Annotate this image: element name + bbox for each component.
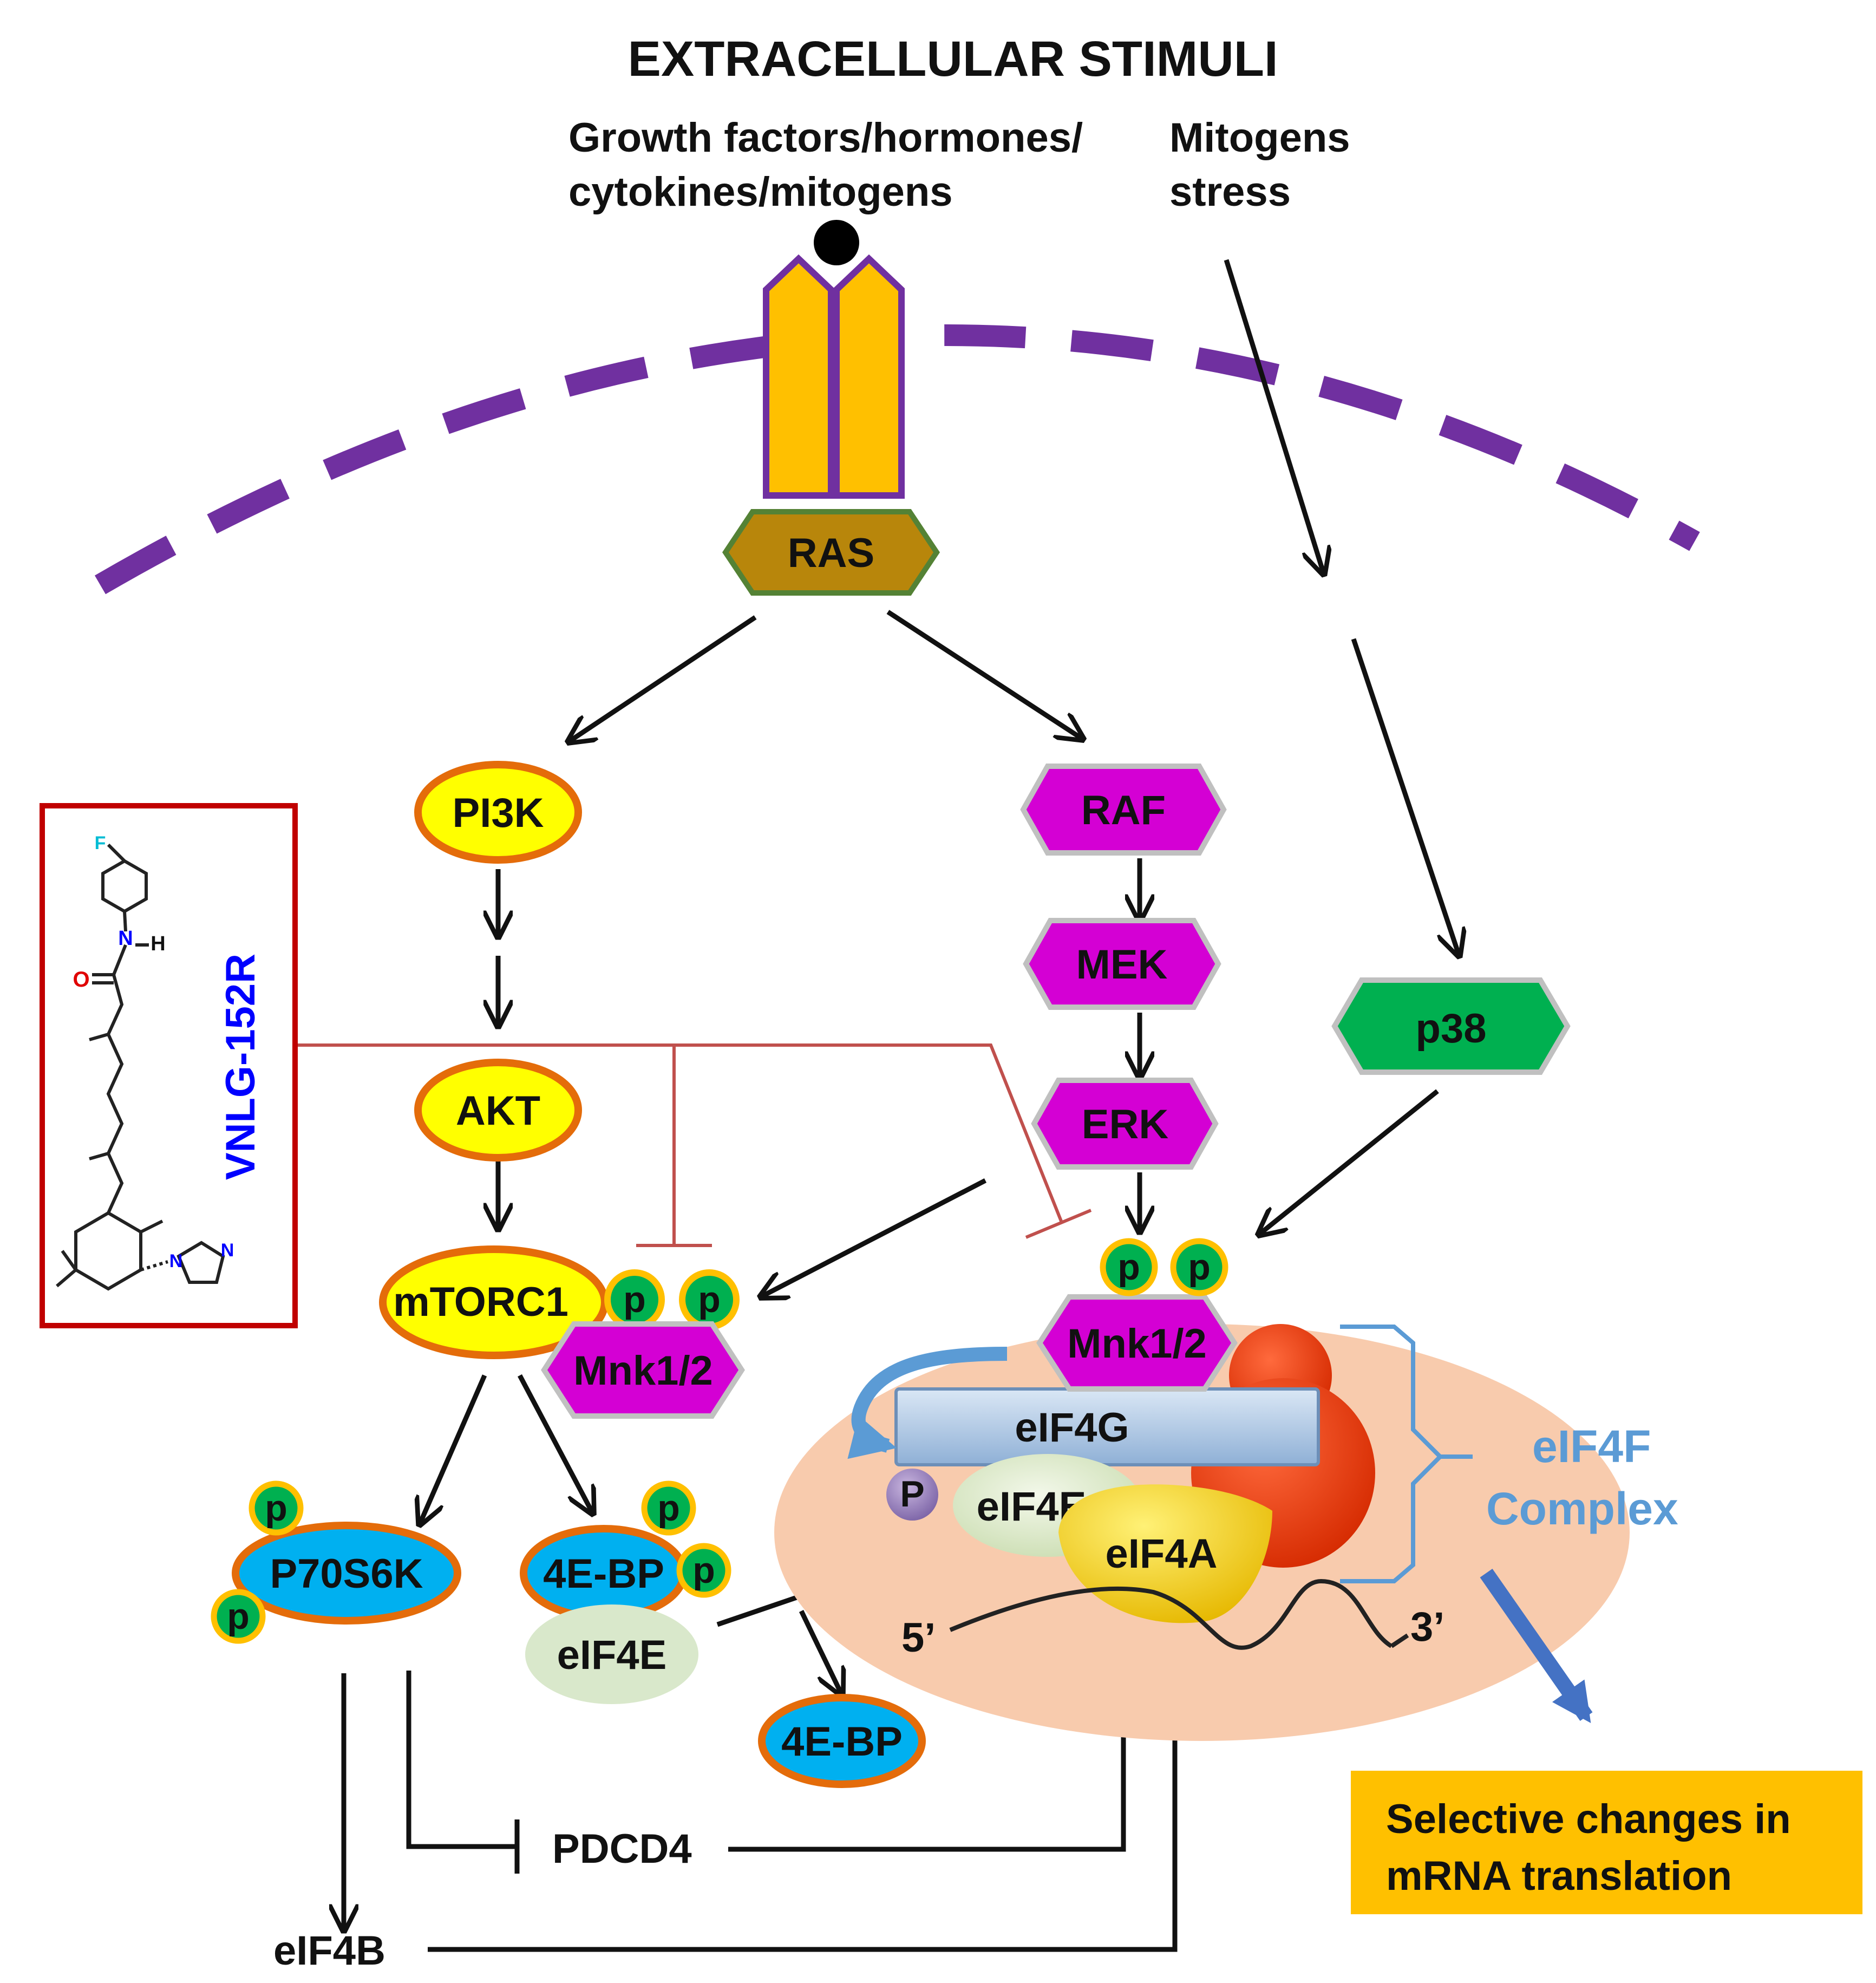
atom-n-imidazole-1: N	[169, 1251, 183, 1271]
outcome-arrow	[1480, 1568, 1593, 1723]
drug-box: VNLG-152R F N H O N	[40, 803, 298, 1328]
svg-text:p: p	[1188, 1247, 1211, 1288]
svg-text:p: p	[623, 1279, 646, 1320]
label-phospho-eif4e: P	[900, 1473, 924, 1515]
phospho-p70s6k-2: p	[211, 1589, 266, 1644]
phospho-mnk-right-1: p	[1100, 1238, 1158, 1296]
svg-text:p: p	[227, 1596, 250, 1637]
node-erk: ERK	[1031, 1078, 1219, 1170]
phospho-4ebp-1: p	[641, 1480, 696, 1536]
eif4f-complex: eIF4G eIF4E P eIF4A 5’ 3’ Mnk1/2 p p	[774, 1238, 1630, 1741]
label-ras: RAS	[788, 530, 874, 576]
molecule-structure-icon	[56, 843, 225, 1291]
label-4ebp-free: 4E-BP	[781, 1719, 903, 1765]
cell-membrane	[94, 324, 1700, 595]
label-mtorc1: mTORC1	[393, 1279, 568, 1325]
label-eif4g: eIF4G	[1015, 1405, 1129, 1451]
ligand-icon	[814, 220, 859, 265]
label-p70s6k: P70S6K	[270, 1551, 423, 1597]
svg-text:p: p	[265, 1488, 287, 1529]
label-pi3k: PI3K	[453, 790, 544, 836]
node-akt: AKT	[414, 1059, 582, 1162]
drug-inhibition-lines	[295, 1043, 1092, 1247]
mrna-tail	[1390, 1633, 1409, 1648]
label-erk: ERK	[1082, 1101, 1169, 1147]
phospho-p70s6k-1: p	[249, 1480, 304, 1536]
node-4ebp: 4E-BP	[520, 1525, 688, 1621]
stimulus-growth-factors: Growth factors/hormones/ cytokines/mitog…	[568, 115, 1094, 215]
label-p38: p38	[1416, 1006, 1487, 1052]
atom-n-amide: N	[118, 927, 133, 950]
svg-text:p: p	[657, 1488, 680, 1529]
phospho-eif4e	[886, 1469, 938, 1521]
node-raf: RAF	[1020, 764, 1227, 856]
phospho-mtorc1-2: p	[679, 1269, 740, 1330]
label-mrna-5: 5’	[901, 1615, 936, 1661]
drug-name: VNLG-152R	[218, 954, 264, 1180]
stimulus-mitogens-stress: Mitogens stress	[1169, 115, 1362, 215]
phospho-4ebp-2: p	[676, 1543, 731, 1598]
label-mek: MEK	[1076, 942, 1168, 988]
node-eif4e-free: eIF4E	[525, 1604, 698, 1704]
label-akt: AKT	[456, 1088, 540, 1134]
node-mek: MEK	[1023, 918, 1221, 1010]
label-eif4a: eIF4A	[1106, 1531, 1218, 1577]
receptor-icon	[763, 220, 905, 499]
atom-o: O	[73, 968, 89, 992]
atom-n-imidazole-2: N	[221, 1240, 234, 1261]
svg-text:p: p	[698, 1279, 721, 1320]
atom-h: H	[151, 932, 165, 955]
atom-f: F	[95, 833, 106, 853]
node-p70s6k: P70S6K	[232, 1522, 461, 1625]
label-eif4b: eIF4B	[273, 1928, 385, 1974]
phosphorylation-curve-arrow	[847, 1347, 1008, 1459]
label-raf: RAF	[1081, 787, 1166, 833]
label-mnk-right: Mnk1/2	[1067, 1321, 1207, 1367]
node-mnk-right: Mnk1/2	[1036, 1294, 1238, 1392]
label-pdcd4: PDCD4	[552, 1826, 692, 1872]
mrna-strand	[949, 1578, 1393, 1650]
svg-text:p: p	[1117, 1247, 1140, 1288]
node-p38: p38	[1331, 977, 1571, 1075]
node-4ebp-free: 4E-BP	[758, 1694, 926, 1788]
label-eif4e-free: eIF4E	[557, 1632, 667, 1678]
node-ras: RAS	[722, 509, 940, 596]
outcome-text: Selective changes in mRNA translation	[1386, 1796, 1802, 1899]
pathway-arrows	[344, 259, 1459, 1952]
label-mnk-left: Mnk1/2	[573, 1348, 713, 1394]
phospho-mtorc1-1: p	[604, 1269, 665, 1330]
label-eif4f-complex: eIF4F Complex	[1486, 1421, 1678, 1534]
diagram-title: EXTRACELLULAR STIMULI	[627, 31, 1278, 87]
label-4ebp: 4E-BP	[543, 1551, 664, 1597]
node-pi3k: PI3K	[414, 761, 582, 864]
svg-text:p: p	[692, 1550, 715, 1591]
outcome-box: Selective changes in mRNA translation	[1351, 1771, 1862, 1914]
label-mrna-3: 3’	[1410, 1604, 1444, 1650]
phospho-mnk-right-2: p	[1170, 1238, 1228, 1296]
node-mnk-left: Mnk1/2	[541, 1321, 745, 1419]
